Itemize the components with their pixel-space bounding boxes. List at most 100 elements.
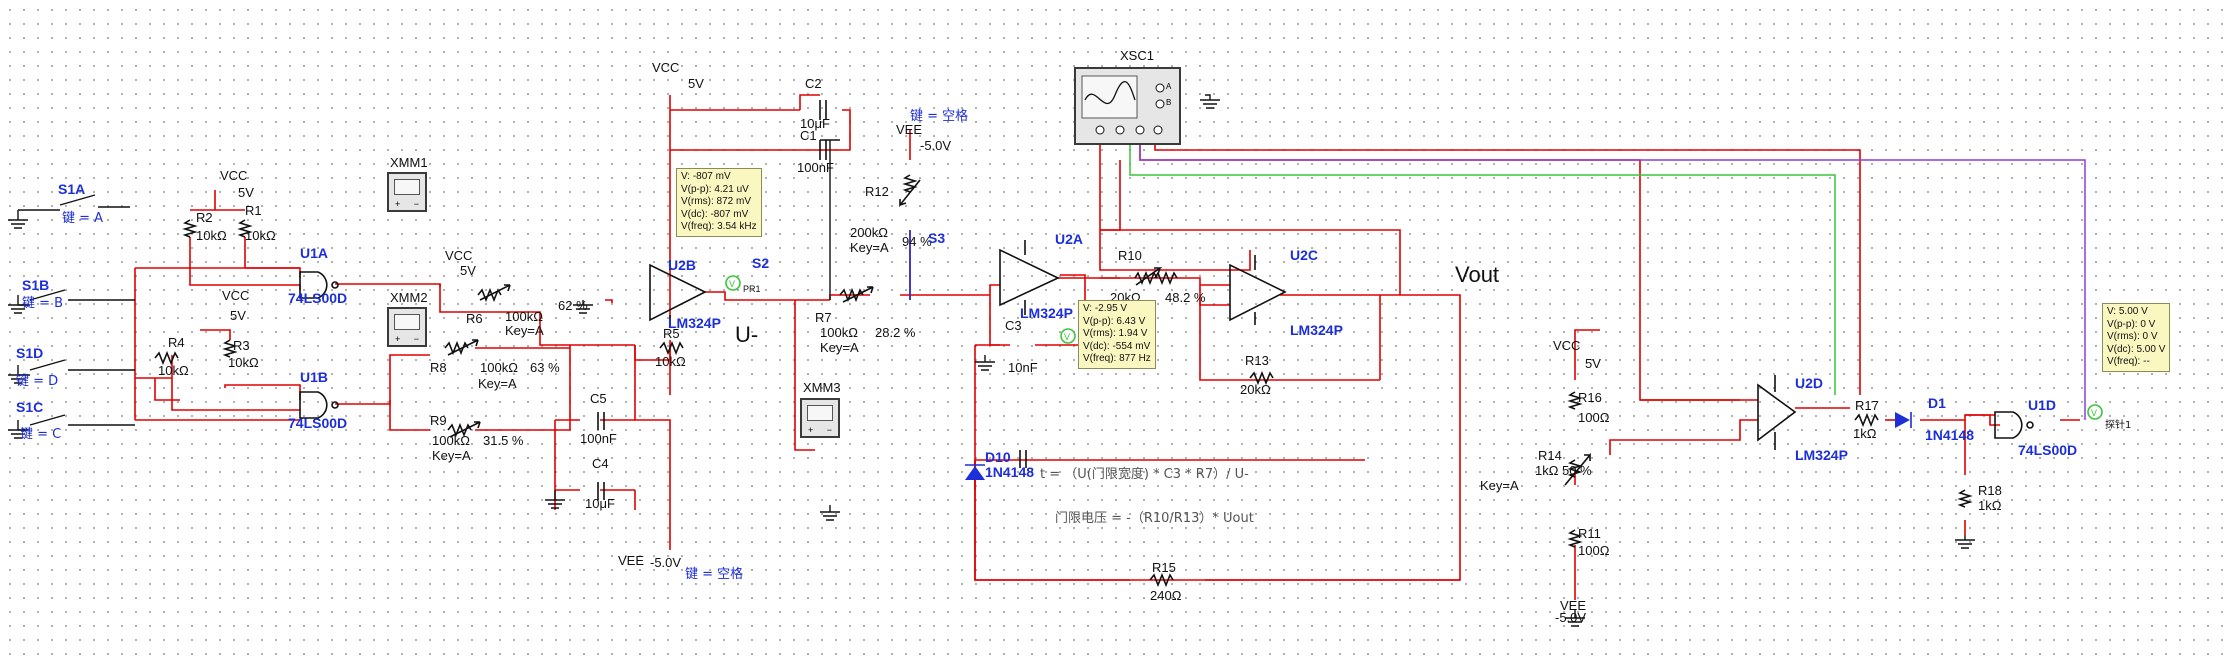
svg-text:V: V	[1064, 332, 1070, 342]
label-pr1: PR1	[743, 284, 761, 294]
probe2-v: V: -2.95 V	[1083, 303, 1128, 314]
label-r12k: Key=A	[850, 240, 889, 255]
label-c5v: 100nF	[580, 431, 617, 446]
label-c4: C4	[592, 456, 609, 471]
label-s1a: S1A	[58, 181, 85, 197]
multimeter-icon[interactable]: + −	[800, 398, 840, 438]
component-labels: VCC 5V VCC 5V VCC 5V VCC 5V VCC 5V VEE -…	[16, 48, 2131, 625]
pin-plus: +	[808, 425, 814, 435]
pin-minus: −	[413, 199, 419, 209]
label-c3v: 10nF	[1008, 360, 1038, 375]
probe1-vdc: V(dc): -807 mV	[681, 208, 749, 220]
switch-icon[interactable]	[18, 194, 135, 431]
scope-channel-b-wire	[1129, 140, 1836, 395]
probe2-vpp: V(p-p): 6.43 V	[1083, 315, 1146, 327]
label-vout: Vout	[1455, 262, 1499, 287]
label-r5: R5	[663, 326, 680, 341]
scope-channel-c-wire	[1139, 140, 2086, 420]
label-vcc3: VCC	[445, 248, 472, 263]
label-v5-5: 5V	[1585, 356, 1601, 371]
label-r17: R17	[1855, 398, 1879, 413]
label-r6v: 100kΩ	[505, 309, 543, 324]
probe3-vdc: V(dc): 5.00 V	[2107, 343, 2166, 355]
label-vee1v: -5.0V	[650, 555, 681, 570]
label-r14k: Key=A	[1480, 478, 1519, 493]
diode-icon	[965, 412, 1912, 480]
label-vcc4: VCC	[652, 60, 679, 75]
label-vee2v: -5.0V	[920, 138, 951, 153]
scope-pin-b: B	[1166, 98, 1172, 107]
label-vee3: VEE	[1560, 598, 1586, 613]
probe2-vfreq: V(freq): 877 Hz	[1083, 353, 1151, 364]
label-u2d-part: LM324P	[1795, 447, 1848, 463]
label-s1d-key: 键 = D	[16, 374, 58, 389]
label-u1a: U1A	[300, 245, 328, 261]
label-vcc1: VCC	[220, 168, 247, 183]
label-r14p: 50 %	[1562, 463, 1592, 478]
multimeter-icon[interactable]: + −	[387, 172, 427, 212]
formula-time: t = （U(门限宽度) * C3 * R7）/ U-	[1040, 466, 1249, 482]
label-r8k: Key=A	[478, 376, 517, 391]
pin-minus: −	[413, 334, 419, 344]
label-u2a: U2A	[1055, 231, 1083, 247]
label-u2b: U2B	[668, 257, 696, 273]
opamp-icon	[649, 240, 1797, 450]
label-xmm2: XMM2	[390, 290, 428, 305]
label-r6k: Key=A	[505, 323, 544, 338]
label-u1d: U1D	[2028, 397, 2056, 413]
probe-readout-2[interactable]: V: -2.95 V V(p-p): 6.43 V V(rms): 1.94 V…	[1078, 300, 1156, 369]
label-key-space-2: 键 = 空格	[685, 566, 743, 582]
label-d10: D10	[985, 449, 1011, 465]
label-u2c-part: LM324P	[1290, 322, 1343, 338]
label-r12v: 200kΩ	[850, 225, 888, 240]
label-r11: R11	[1578, 526, 1601, 541]
label-r6: R6	[466, 311, 483, 326]
label-s3: S3	[928, 230, 945, 246]
label-r7v: 100kΩ	[820, 325, 858, 340]
label-s1a-key: 键 = A	[62, 211, 103, 226]
label-c2: C2	[805, 76, 822, 91]
label-xsc1: XSC1	[1120, 48, 1154, 63]
label-vee2: VEE	[896, 122, 922, 137]
probe1-v: V: -807 mV	[681, 171, 731, 182]
probe-readout-1[interactable]: V: -807 mV V(p-p): 4.21 uV V(rms): 872 m…	[676, 168, 762, 237]
scope-pin-a: A	[1166, 82, 1172, 91]
label-s1b-key: 键 = B	[22, 296, 63, 311]
label-r8p: 63 %	[530, 360, 560, 375]
probe3-vrms: V(rms): 0 V	[2107, 331, 2158, 342]
label-r9k: Key=A	[432, 448, 471, 463]
label-r12p: 94 %	[902, 234, 932, 249]
label-s1c-key: 键 = C	[20, 427, 61, 442]
label-c1: C1	[800, 128, 817, 143]
label-u2b-part: LM324P	[668, 315, 721, 331]
label-r10p: 48.2 %	[1165, 290, 1206, 305]
label-u2a-part: LM324P	[1020, 305, 1073, 321]
label-u1d-part: 74LS00D	[2018, 442, 2077, 458]
label-s2: S2	[752, 255, 769, 271]
formula-threshold: 门限电压 = -（R10/R13）* Uout	[1055, 511, 1254, 526]
label-r14: R14	[1538, 448, 1562, 463]
potentiometer-icon[interactable]	[444, 174, 1591, 486]
label-r12: R12	[865, 184, 889, 199]
label-c4v: 10μF	[585, 496, 615, 511]
label-r7: R7	[815, 310, 832, 325]
label-r9v: 100kΩ	[432, 433, 470, 448]
label-r9: R9	[430, 413, 447, 428]
label-r1v: 10kΩ	[245, 228, 276, 243]
probe1-vpp: V(p-p): 4.21 uV	[681, 183, 749, 195]
label-c3: C3	[1005, 318, 1022, 333]
label-xmm1: XMM1	[390, 155, 428, 170]
probe3-vpp: V(p-p): 0 V	[2107, 318, 2156, 330]
label-r7p: 28.2 %	[875, 325, 916, 340]
label-s1b: S1B	[22, 277, 49, 293]
probe-readout-3[interactable]: V: 5.00 V V(p-p): 0 V V(rms): 0 V V(dc):…	[2102, 303, 2171, 372]
label-r3v: 10kΩ	[228, 355, 259, 370]
label-u1b: U1B	[300, 369, 328, 385]
probe-icon[interactable]: V V V	[725, 275, 2103, 420]
label-r9p: 31.5 %	[483, 433, 524, 448]
multimeter-icon[interactable]: + −	[387, 307, 427, 347]
oscilloscope-icon[interactable]	[1074, 67, 1181, 145]
pin-plus: +	[395, 199, 401, 209]
label-r7k: Key=A	[820, 340, 859, 355]
